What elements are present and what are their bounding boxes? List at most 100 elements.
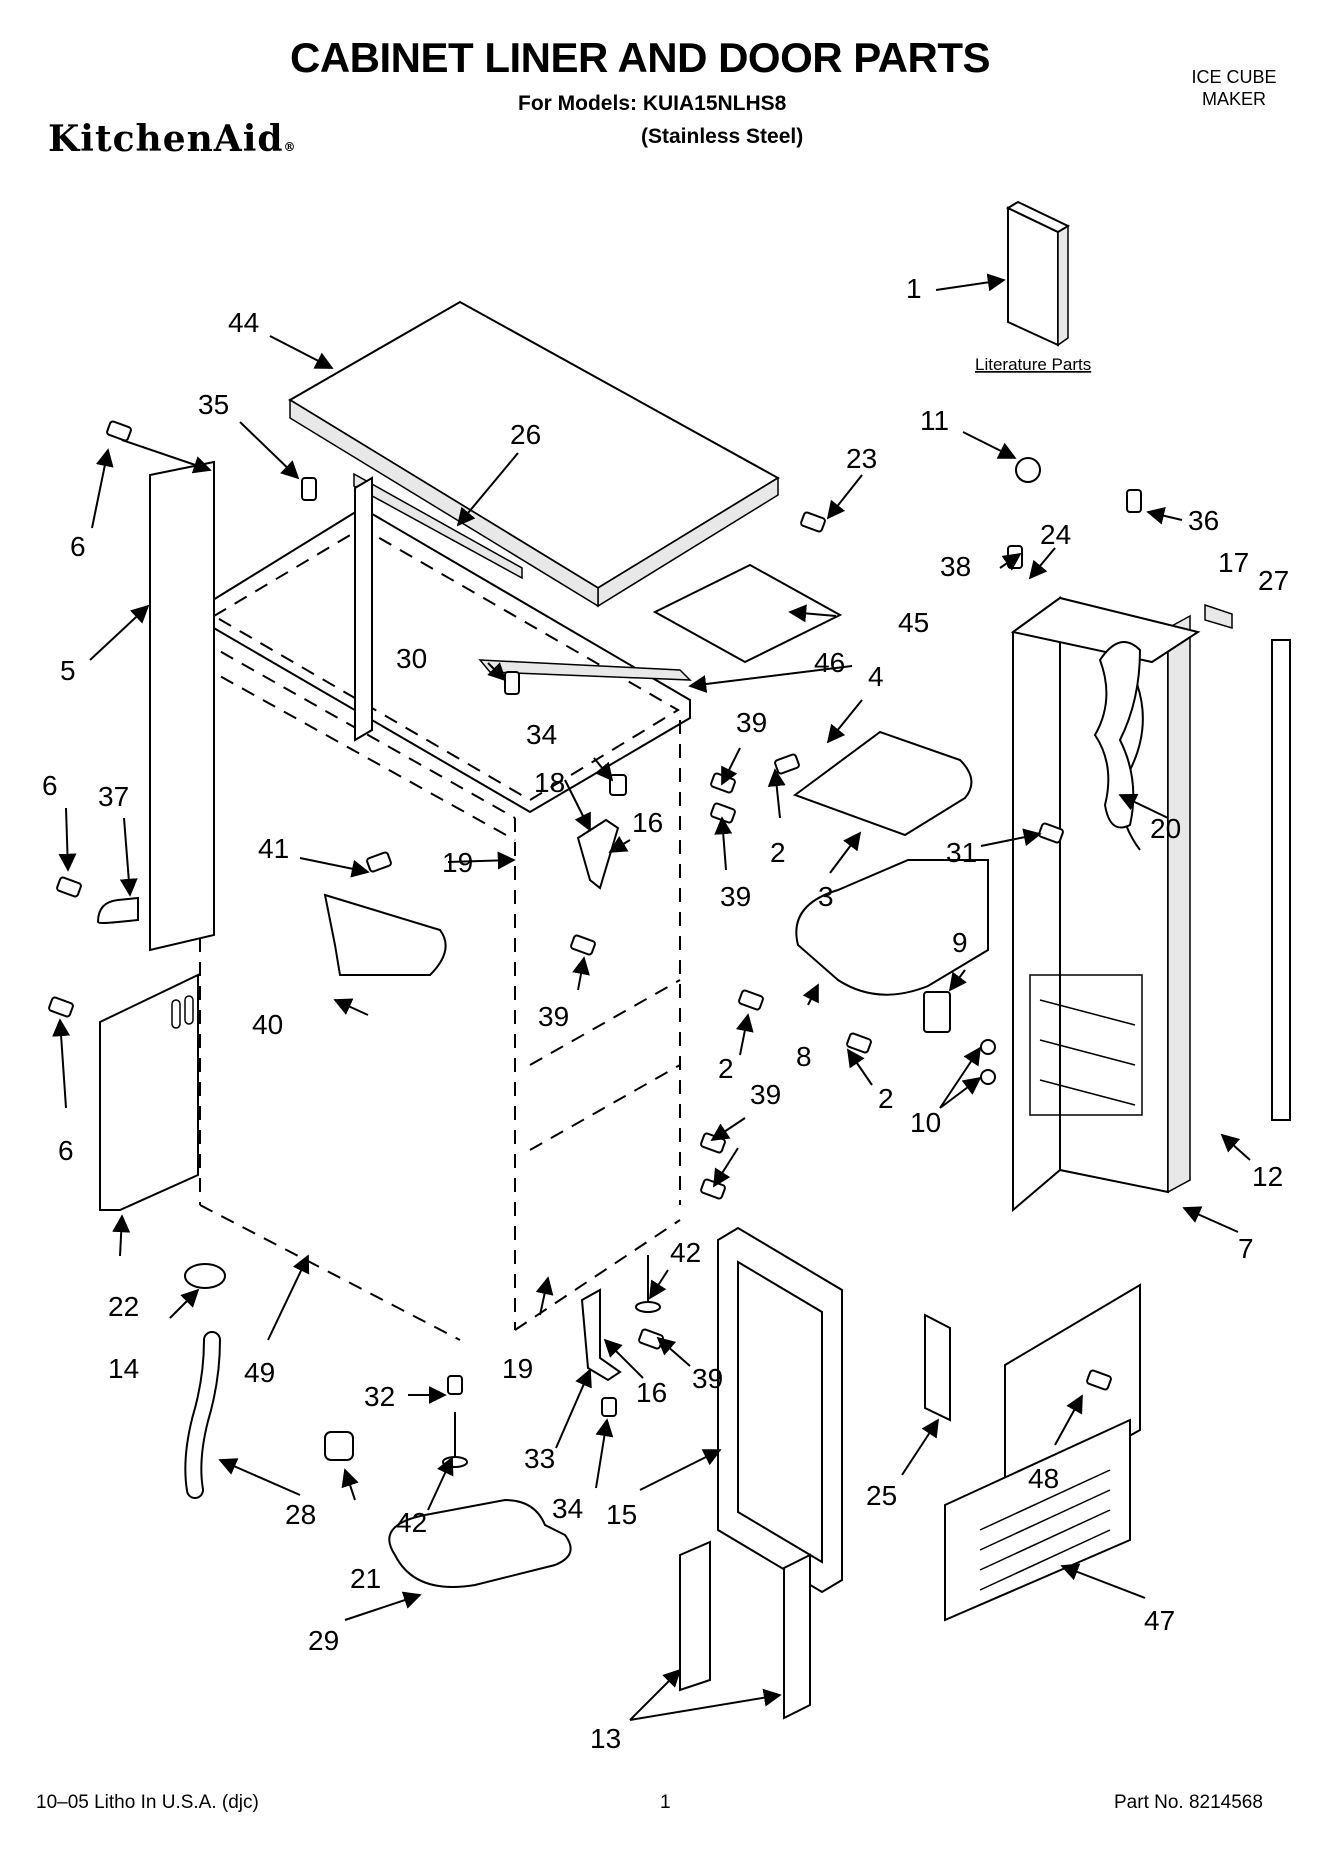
callout-19: 19	[442, 847, 473, 878]
callout-34: 34	[552, 1493, 583, 1524]
callout-6: 6	[58, 1135, 74, 1166]
registered-mark: ®	[283, 140, 297, 154]
top-cover-panel	[288, 300, 780, 608]
callout-38: 38	[940, 551, 971, 582]
callout-17: 17	[1218, 547, 1249, 578]
callout-39: 39	[736, 707, 767, 738]
callout-39: 39	[720, 881, 751, 912]
footer-litho: 10–05 Litho In U.S.A. (djc)	[36, 1792, 259, 1813]
callout-5: 5	[60, 655, 76, 686]
callout-34: 34	[526, 719, 557, 750]
callout-23: 23	[846, 443, 877, 474]
leader-arrows	[52, 273, 1251, 1721]
callout-25: 25	[866, 1480, 897, 1511]
callout-20: 20	[1150, 813, 1181, 844]
callout-29: 29	[308, 1625, 339, 1656]
panel-45	[652, 563, 843, 664]
panel-slot	[184, 995, 194, 1025]
door-gasket	[717, 1226, 843, 1594]
callout-24: 24	[1040, 519, 1071, 550]
housing-8	[795, 859, 989, 996]
callout-36: 36	[1188, 505, 1219, 536]
left-side-panel	[149, 460, 215, 952]
callout-11: 11	[920, 405, 949, 436]
callout-39: 39	[692, 1363, 723, 1394]
callout-41: 41	[258, 833, 289, 864]
callout-2: 2	[878, 1083, 894, 1114]
callout-45: 45	[898, 607, 929, 638]
brand-logo: KitchenAid®	[48, 118, 297, 160]
callout-42: 42	[396, 1507, 427, 1538]
callout-3: 3	[818, 881, 834, 912]
callout-39: 39	[538, 1001, 569, 1032]
panel-slot	[171, 999, 181, 1029]
channel-13a	[679, 1540, 711, 1692]
callout-26: 26	[510, 419, 541, 450]
category-line-2: MAKER	[1201, 89, 1266, 109]
footer-page-number: 1	[660, 1792, 671, 1813]
callout-19: 19	[502, 1353, 533, 1384]
gasket-27	[1271, 639, 1291, 1121]
callout-12: 12	[1252, 1161, 1283, 1192]
callout-16: 16	[632, 807, 663, 838]
callout-42: 42	[670, 1237, 701, 1268]
category-line-1: ICE CUBE	[1191, 67, 1277, 87]
callout-40: 40	[252, 1009, 283, 1040]
callout-7: 7	[1238, 1233, 1254, 1264]
door-frame	[1010, 596, 1201, 1213]
callout-2: 2	[770, 837, 786, 868]
duct-40	[323, 893, 447, 976]
callout-9: 9	[952, 927, 968, 958]
page-title: CABINET LINER AND DOOR PARTS	[290, 34, 991, 81]
callout-47: 47	[1144, 1605, 1175, 1636]
lower-left-panel	[99, 973, 199, 1211]
callout-44: 44	[228, 307, 259, 338]
bracket-25	[924, 1313, 951, 1422]
bracket-33	[580, 1288, 622, 1382]
callout-46: 46	[814, 647, 845, 678]
callout-28: 28	[285, 1499, 316, 1530]
callout-15: 15	[606, 1499, 637, 1530]
literature-booklet	[1005, 200, 1071, 347]
drain-pan	[388, 1498, 572, 1588]
callout-6: 6	[42, 770, 58, 801]
callout-4: 4	[868, 661, 884, 692]
models-line: For Models: KUIA15NLHS8	[518, 92, 787, 115]
callout-6: 6	[70, 531, 86, 562]
callout-22: 22	[108, 1291, 139, 1322]
callout-18: 18	[534, 767, 565, 798]
badge-17	[1204, 603, 1233, 630]
callout-39: 39	[750, 1079, 781, 1110]
hinge-20	[1093, 641, 1142, 829]
switch-9	[923, 991, 951, 1033]
drain-hose-core	[186, 1333, 219, 1497]
callout-30: 30	[396, 643, 427, 674]
bracket-18	[576, 818, 620, 890]
callout-8: 8	[796, 1041, 812, 1072]
callout-37: 37	[98, 781, 129, 812]
callout-13: 13	[590, 1723, 621, 1754]
callout-14: 14	[108, 1353, 139, 1384]
toe-grille	[944, 1283, 1141, 1622]
finish-line: (Stainless Steel)	[641, 125, 804, 148]
channel-13b	[783, 1553, 811, 1720]
cap-21	[324, 1431, 354, 1461]
cabinet-liner-box	[199, 476, 691, 1341]
callout-48: 48	[1028, 1463, 1059, 1494]
callout-27: 27	[1258, 565, 1289, 596]
footer-part-number: Part No. 8214568	[1114, 1792, 1263, 1813]
callout-49: 49	[244, 1357, 275, 1388]
callout-16: 16	[636, 1377, 667, 1408]
product-category: ICE CUBE MAKER	[1184, 66, 1284, 110]
callout-2: 2	[718, 1053, 734, 1084]
callout-1: 1	[906, 273, 922, 304]
callout-31: 31	[946, 837, 977, 868]
shelf-tray	[792, 730, 973, 837]
callout-33: 33	[524, 1443, 555, 1474]
callout-32: 32	[364, 1381, 395, 1412]
clamp-37	[96, 896, 139, 924]
callout-labels: 1 2 2 2 2 3 4 5 6 6 6 7 8 9 10 11 12 13 …	[42, 273, 1289, 1754]
callout-21: 21	[350, 1563, 381, 1594]
brand-name: KitchenAid	[48, 118, 284, 160]
